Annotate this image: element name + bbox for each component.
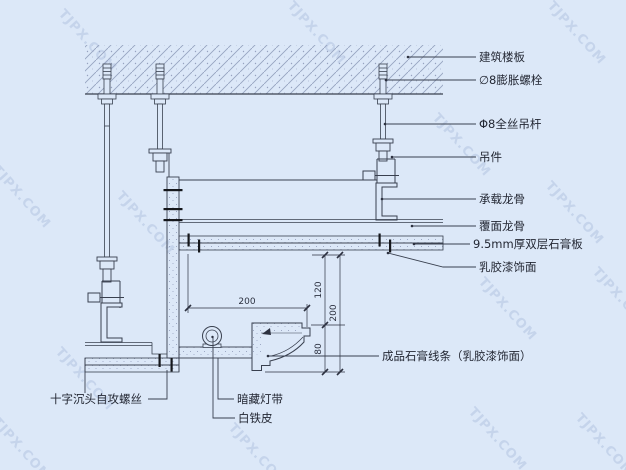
leader-dots <box>211 55 416 358</box>
watermark: TJPX.COM <box>0 415 54 470</box>
screws-lower-board <box>158 354 173 372</box>
watermark: TJPX.COM <box>544 0 608 68</box>
fascia-board <box>166 176 180 359</box>
screws-upper-board <box>187 233 392 253</box>
screws-fascia <box>163 189 183 222</box>
label-covering-keel: 覆面龙骨 <box>479 219 525 233</box>
watermark: TJPX.COM <box>589 265 626 334</box>
label-threaded-rod: Φ8全丝吊杆 <box>479 117 542 131</box>
carrier-keel-right <box>375 182 398 221</box>
leader-lines <box>148 56 476 419</box>
carrier-keel-left <box>100 302 123 343</box>
label-gypsum-board: 9.5mm厚双层石膏板 <box>473 237 583 251</box>
dimension-trough-width <box>184 254 311 327</box>
label-tin-sheet: 白铁皮 <box>238 411 273 425</box>
trough-bottom-board <box>178 346 253 359</box>
watermark: TJPX.COM <box>572 411 626 470</box>
dim-200-width: 200 <box>238 297 255 307</box>
floor-slab <box>85 45 443 95</box>
rod-nut-middle <box>148 148 172 177</box>
dim-200-height: 200 <box>329 304 339 321</box>
rod-nut-left <box>96 256 118 283</box>
gypsum-board-lower <box>84 357 180 393</box>
label-hidden-light-strip: 暗藏灯带 <box>237 392 283 406</box>
covering-keel-lower <box>85 342 167 355</box>
watermark: TJPX.COM <box>0 163 54 232</box>
label-carrier-keel: 承载龙骨 <box>479 192 525 206</box>
label-latex-paint: 乳胶漆饰面 <box>479 260 537 274</box>
expansion-bolt-rod-middle <box>150 63 170 150</box>
rod-nut-right <box>372 138 394 162</box>
watermark: TJPX.COM <box>475 275 539 344</box>
label-self-tapping-screw: 十字沉头自攻螺丝 <box>50 392 142 406</box>
watermark: TJPX.COM <box>225 421 289 470</box>
dimension-heights <box>265 251 345 376</box>
label-gypsum-molding: 成品石膏线条（乳胶漆饰面） <box>382 349 532 363</box>
hanger-bracket-right <box>362 158 399 186</box>
annotation-labels: 建筑楼板 ∅8膨胀螺栓 Φ8全丝吊杆 吊件 承载龙骨 覆面龙骨 9.5mm厚双层… <box>50 50 583 425</box>
crown-molding <box>251 322 311 371</box>
label-hanger: 吊件 <box>479 150 502 164</box>
dim-80-height: 80 <box>314 343 324 355</box>
watermark: TJPX.COM <box>465 405 529 470</box>
label-expansion-bolt: ∅8膨胀螺栓 <box>479 73 543 87</box>
covering-keel-upper <box>179 219 443 223</box>
dim-120-height: 120 <box>314 281 324 298</box>
gypsum-board-upper <box>178 235 444 251</box>
label-building-slab: 建筑楼板 <box>479 50 525 64</box>
expansion-bolt-rod-right <box>373 63 393 140</box>
molding-screw <box>262 328 271 335</box>
